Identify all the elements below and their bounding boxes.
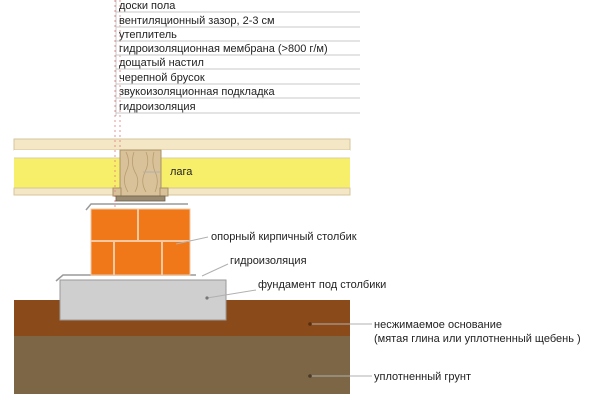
legend-item-membrane: гидроизоляционная мембрана (>800 г/м) (119, 43, 328, 55)
callout-dot-base (308, 322, 312, 326)
soil-layer (14, 336, 350, 394)
floor-boards (13, 138, 351, 151)
legend-item-cranial-bar: черепной брусок (119, 72, 205, 84)
board-decking (13, 187, 351, 196)
cranial-bar-right (159, 187, 169, 197)
sound-insulation-pad (115, 195, 166, 202)
pillar-waterproofing (85, 203, 188, 211)
legend-item-sound-pad: звукоизоляционная подкладка (119, 86, 276, 98)
label-base-line2: (мятая глина или уплотненный щебень ) (374, 333, 581, 345)
legend-item-floor-boards: доски пола (119, 0, 176, 12)
ventilation-gap (14, 150, 350, 158)
callout-dot-soil (308, 374, 312, 378)
callout-dot-foundation (205, 296, 209, 300)
label-pillar-foundation: фундамент под столбики (258, 279, 386, 291)
cranial-bar-left (112, 187, 122, 197)
label-base-line1: несжимаемое основание (374, 319, 502, 331)
legend-item-ventilation-gap: вентиляционный зазор, 2-3 см (119, 15, 275, 27)
insulation-layer (14, 158, 350, 188)
label-compacted-soil: уплотненный грунт (374, 371, 471, 383)
label-waterproofing: гидроизоляция (230, 255, 307, 267)
callout-leaders (143, 171, 372, 377)
label-joist: лага (170, 166, 193, 178)
layer-legend: доски пола вентиляционный зазор, 2-3 см … (115, 0, 360, 116)
label-brick-pillar: опорный кирпичный столбик (211, 231, 357, 243)
pillar-foundation (59, 279, 227, 321)
legend-item-board-decking: дощатый настил (119, 57, 204, 69)
legend-item-insulation: утеплитель (119, 29, 177, 41)
legend-item-waterproofing: гидроизоляция (119, 101, 196, 113)
brick-pillar (90, 208, 191, 276)
